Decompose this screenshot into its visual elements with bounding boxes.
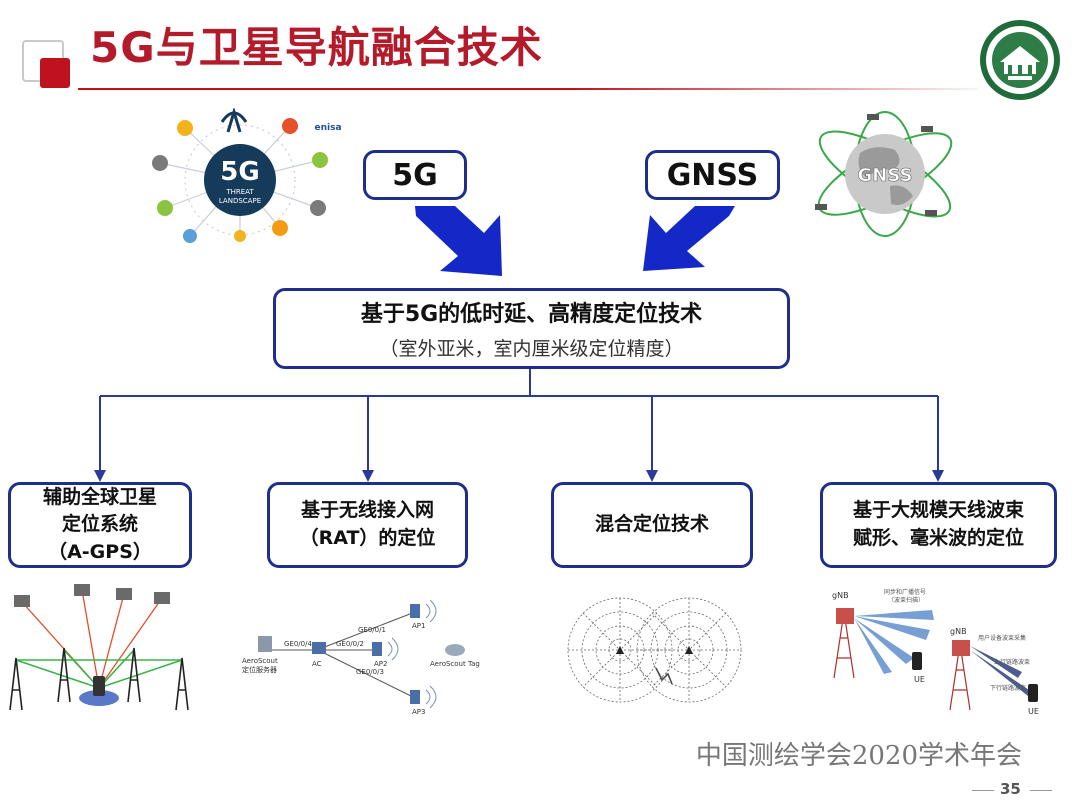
gnss-label-text: GNSS (666, 157, 759, 193)
ge004-label: GE0/0/4 (284, 640, 312, 648)
gnss-label-box: GNSS (645, 150, 780, 200)
beam-text-ue-collect: 用户设备波束采集 (978, 634, 1026, 642)
ue2-phone-icon (1028, 684, 1038, 702)
left-big-arrow (415, 206, 502, 276)
ge002-label: GE0/0/2 (336, 640, 364, 648)
title-underline (78, 88, 978, 90)
badge-threat-text: THREAT (225, 188, 254, 196)
conference-footer: 中国测绘学会2020学术年会 (695, 741, 1022, 771)
badge-5g-text: 5G (220, 157, 259, 187)
server-icon (258, 636, 272, 652)
leaf-beam-line2: 赋形、毫米波的定位 (852, 527, 1024, 549)
ac-icon (312, 642, 326, 654)
server-sublabel: 定位服务器 (242, 665, 277, 674)
5g-label-text: 5G (392, 157, 438, 193)
ap1-label: AP1 (412, 622, 425, 630)
arrowhead-3 (646, 470, 658, 482)
gnb2-label: gNB (950, 627, 967, 636)
leaf-hybrid-line1: 混合定位技术 (594, 513, 709, 536)
decor-square-red (40, 58, 70, 88)
hybrid-polar-illustration (567, 597, 742, 703)
leaf-box-beamforming: 基于大规模天线波束 赋形、毫米波的定位 (820, 482, 1057, 568)
ge003-label: GE0/0/3 (356, 668, 384, 676)
handset-icon (655, 667, 673, 685)
leaf-agps-line3: （A-GPS） (48, 540, 152, 563)
arrowhead-1 (94, 470, 106, 482)
right-big-arrow (643, 206, 735, 271)
leaf-box-rat: 基于无线接入网 （RAT）的定位 (267, 482, 468, 568)
main-box-title: 基于5G的低时延、高精度定位技术 (360, 302, 703, 327)
enisa-brand-text: enisa (314, 123, 341, 133)
leaf-beam-line1: 基于大规模天线波束 (852, 499, 1024, 522)
5g-threat-landscape-image: 5G THREAT LANDSCAPE enisa (152, 108, 342, 243)
arrowhead-4 (932, 470, 944, 482)
ac-label: AC (312, 660, 322, 668)
page-number: 35 (1000, 780, 1021, 798)
page-number-rule-right (1030, 790, 1052, 791)
leaf-rat-line2: （RAT）的定位 (299, 527, 436, 549)
5g-label-box: 5G (363, 150, 467, 200)
slide-title: 5G与卫星导航融合技术 (90, 23, 543, 72)
beamforming-illustration: gNB gNB UE UE 同步和广播信号 （波束扫描） 用户设备波束采集 上行… (832, 588, 1039, 716)
ap3-label: AP3 (412, 708, 425, 716)
ue1-phone-icon (912, 652, 922, 670)
university-seal-logo (980, 20, 1060, 100)
leaf-box-agps: 辅助全球卫星 定位系统 （A-GPS） (8, 482, 192, 568)
ue1-label: UE (914, 675, 925, 684)
leaf-agps-line2: 定位系统 (61, 513, 138, 536)
rat-network-illustration: AeroScout 定位服务器 AC GE0/0/4 GE0/0/1 GE0/0… (242, 599, 480, 716)
beam-text-uplink: 上行链路波束 (994, 658, 1030, 666)
leaf-box-hybrid: 混合定位技术 (551, 482, 753, 568)
arrowhead-2 (362, 470, 374, 482)
server-label: AeroScout (242, 657, 278, 665)
gnss-globe-image: GNSS (815, 111, 953, 237)
main-box-subtitle: （室外亚米，室内厘米级定位精度） (379, 338, 684, 360)
ge001-label: GE0/0/1 (358, 626, 386, 634)
leaf-rat-line1: 基于无线接入网 (300, 499, 434, 522)
tag-icon (445, 644, 465, 656)
tag-label: AeroScout Tag (430, 660, 480, 668)
ap2-label: AP2 (374, 660, 387, 668)
beam-text-sweep: （波束扫描） (888, 596, 924, 604)
ap2-icon (372, 642, 382, 656)
agps-illustration (9, 584, 189, 711)
page-number-rule-left (972, 790, 994, 791)
beam-text-sync: 同步和广播信号 (884, 588, 926, 596)
badge-landscape-text: LANDSCAPE (219, 197, 261, 205)
ue2-label: UE (1028, 707, 1039, 716)
gnb1-label: gNB (832, 591, 849, 600)
beam-text-downlink: 下行链路波束 (990, 684, 1026, 692)
ap1-icon (410, 604, 420, 618)
main-technology-box: 基于5G的低时延、高精度定位技术 （室外亚米，室内厘米级定位精度） (273, 288, 790, 369)
leaf-agps-line1: 辅助全球卫星 (42, 485, 157, 508)
globe-gnss-text: GNSS (858, 165, 913, 186)
ap3-icon (410, 690, 420, 704)
